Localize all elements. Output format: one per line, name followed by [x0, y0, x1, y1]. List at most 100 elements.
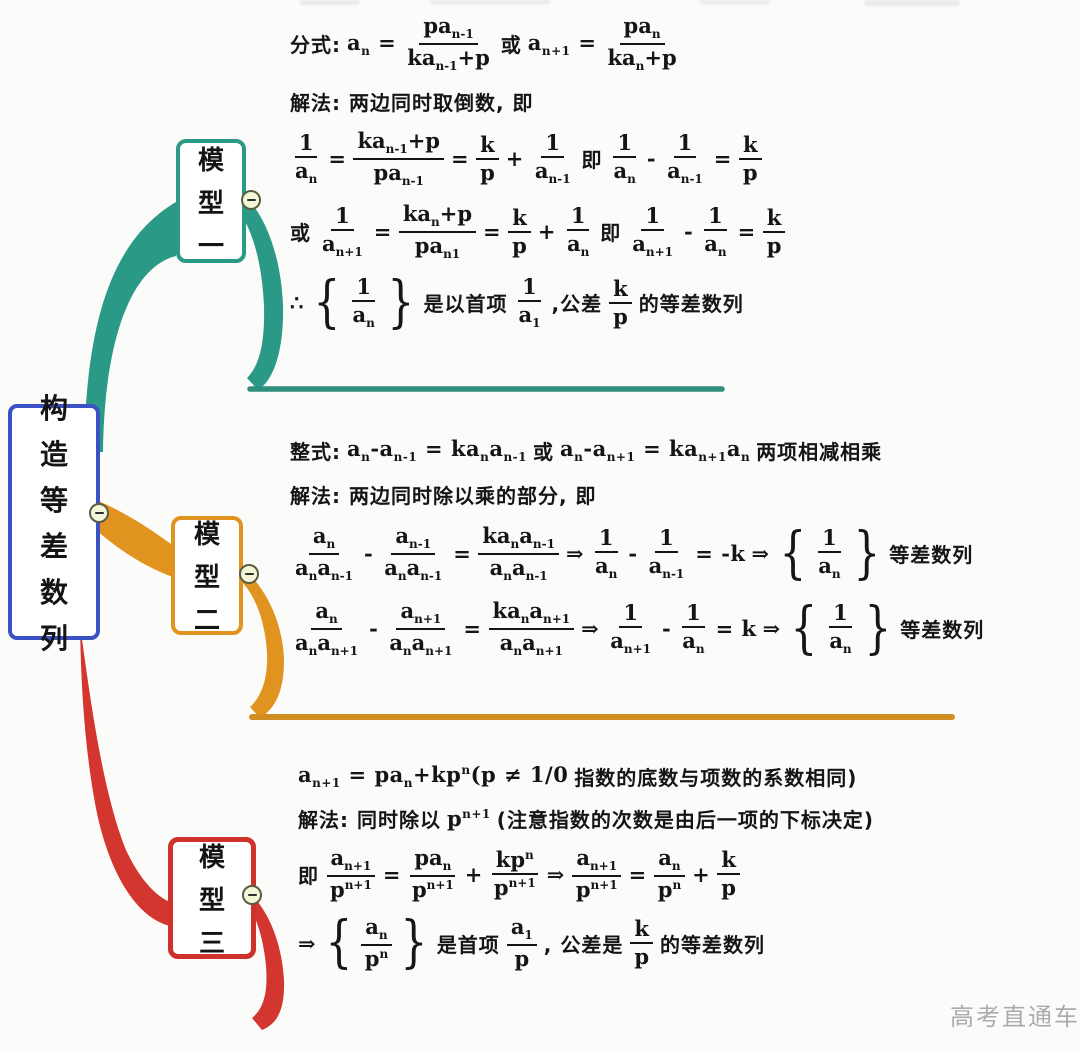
formula-token: -: [369, 616, 379, 642]
cropped-text-remnant: [430, 0, 550, 4]
formula-line: 解法: 两边同时除以乘的部分, 即: [287, 480, 987, 509]
formula-token: ⇒: [546, 861, 565, 887]
formula-token: =: [382, 861, 401, 887]
formula-token: 等差数列: [889, 543, 974, 568]
formula-token: 分式:: [290, 33, 341, 58]
watermark: 高考直通车: [950, 1003, 1080, 1031]
formula-token: 解法: 同时除以: [298, 808, 441, 832]
formula-token: ∴: [290, 290, 304, 316]
formula-token: , 公差是: [543, 932, 624, 957]
formula-token: ⇒: [762, 616, 781, 642]
model2-collapse-button[interactable]: [239, 564, 259, 584]
formula-token: pn+1: [446, 806, 491, 831]
formula-token: 解法: 两边同时除以乘的部分, 即: [290, 484, 597, 508]
formula-token: -: [646, 146, 657, 172]
formula-token: +: [505, 146, 524, 172]
formula-line: 解法: 两边同时取倒数, 即: [287, 87, 789, 116]
branch1-ribbon-right: [232, 191, 284, 390]
model1-node-label: 模型一: [197, 145, 224, 262]
formula-token: -: [628, 541, 638, 567]
formula-token: =: [450, 146, 470, 172]
formula-token: 是首项: [436, 932, 500, 957]
formula-token: 两项相减相乘: [756, 440, 883, 464]
formula-token: ⇒: [751, 541, 770, 567]
branch2-ribbon-right: [239, 568, 284, 718]
root-node[interactable]: 构造等差数列: [8, 392, 100, 655]
model2-node-label: 模型二: [193, 520, 220, 636]
model3-collapse-button[interactable]: [242, 885, 262, 905]
formula-token: an-an+1 = kan+1an: [560, 436, 751, 465]
formula-token: -: [364, 541, 374, 567]
formula-token: ,公差: [551, 292, 603, 317]
formula-token: 即: [298, 863, 319, 888]
formula-token: 是以首项: [423, 292, 508, 317]
branch2-ribbon-left: [94, 500, 182, 580]
cropped-text-remnant: [700, 0, 770, 4]
model1-node[interactable]: 模型一: [176, 139, 246, 263]
formula-token: 等差数列: [900, 618, 985, 643]
formula-token: =: [373, 219, 392, 245]
branch3-ribbon-right: [240, 888, 285, 1030]
formula-token: =: [628, 861, 647, 887]
root-collapse-button[interactable]: [89, 503, 109, 523]
formula-token: 或: [290, 221, 311, 246]
formula-token: =: [453, 541, 472, 567]
formula-token: (注意指数的次数是由后一项的下标决定): [496, 808, 875, 832]
formula-token: ⇒: [581, 616, 600, 642]
cropped-text-remnant: [865, 0, 960, 6]
formula-token: =: [483, 219, 502, 245]
model2-node[interactable]: 模型二: [171, 516, 243, 636]
minus-icon: [94, 511, 104, 515]
formula-token: -: [684, 219, 694, 245]
formula-token: = -k: [695, 541, 746, 567]
formula-token: 即: [581, 148, 603, 173]
formula-token: =: [463, 616, 482, 642]
model1-collapse-button[interactable]: [241, 190, 261, 210]
formula-token: +: [537, 219, 556, 245]
formula-token: 或: [500, 33, 522, 58]
formula-token: 解法: 两边同时取倒数, 即: [290, 90, 534, 115]
formula-token: 的等差数列: [660, 932, 766, 957]
formula-token: =: [737, 219, 756, 245]
minus-icon: [247, 893, 257, 897]
formula-token: +: [692, 861, 711, 887]
minus-icon: [244, 572, 254, 576]
formula-token: 或: [533, 440, 555, 464]
